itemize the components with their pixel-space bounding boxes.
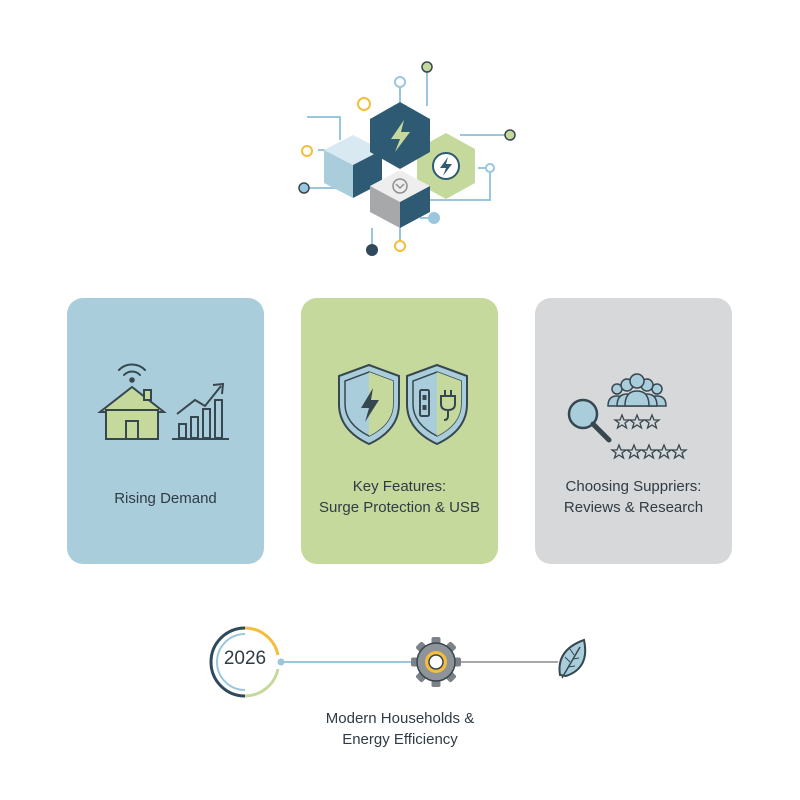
node-dot xyxy=(366,244,378,256)
plug-circle-icon xyxy=(417,133,475,199)
node-dot xyxy=(485,163,495,173)
year-ring xyxy=(209,626,280,698)
timeline-year: 2026 xyxy=(223,648,267,669)
people-group-icon xyxy=(607,373,667,407)
card-label-line: Rising Demand xyxy=(114,490,217,507)
hero-energy-illustration xyxy=(298,61,516,256)
timeline-caption: Modern Households & Energy Efficiency xyxy=(300,708,500,750)
gear-icon xyxy=(411,637,461,687)
card-label-line: Reviews & Research xyxy=(563,499,704,516)
cube-icon xyxy=(324,135,382,198)
card-choosing-suppliers: Choosing Suppriers: Reviews & Research xyxy=(535,298,732,564)
node-dot xyxy=(394,76,406,88)
card-rising-demand-illustration xyxy=(97,363,229,440)
card-rising-demand: Rising Demand xyxy=(67,298,264,564)
house-wifi-icon xyxy=(97,363,167,440)
card-label-line: Choosing Suppriers: xyxy=(565,478,702,495)
card-key-features-illustration xyxy=(338,363,468,446)
node-dot xyxy=(421,61,433,73)
star-rating-icon xyxy=(610,413,688,460)
node-dot xyxy=(428,212,440,224)
shield-lightning-icon xyxy=(338,363,400,446)
timeline xyxy=(209,626,587,698)
card-rising-demand-label: Rising Demand xyxy=(67,488,264,509)
node-dot xyxy=(504,129,516,141)
card-key-features-label: Key Features: Surge Protection & USB xyxy=(301,476,498,518)
card-choosing-suppliers-label: Choosing Suppriers: Reviews & Research xyxy=(535,476,732,518)
node-dot xyxy=(301,145,313,157)
lightning-bolt-icon xyxy=(370,102,430,169)
shield-usb-plug-icon xyxy=(406,363,468,446)
node-dot xyxy=(394,240,406,252)
card-label-line: Key Features: xyxy=(352,478,447,495)
bar-chart-growth-icon xyxy=(172,382,229,440)
timeline-caption-line: Modern Households & xyxy=(325,710,475,727)
node-dot xyxy=(298,182,310,194)
card-key-features: Key Features: Surge Protection & USB xyxy=(301,298,498,564)
magnifier-icon xyxy=(567,398,612,443)
card-choosing-suppliers-illustration xyxy=(567,373,688,460)
timeline-caption-line: Energy Efficiency xyxy=(342,731,458,748)
card-label-line: Surge Protection & USB xyxy=(319,499,480,516)
leaf-icon xyxy=(558,638,587,679)
chevron-down-icon xyxy=(370,170,430,228)
node-dot xyxy=(357,97,371,111)
timeline-node xyxy=(277,658,285,666)
